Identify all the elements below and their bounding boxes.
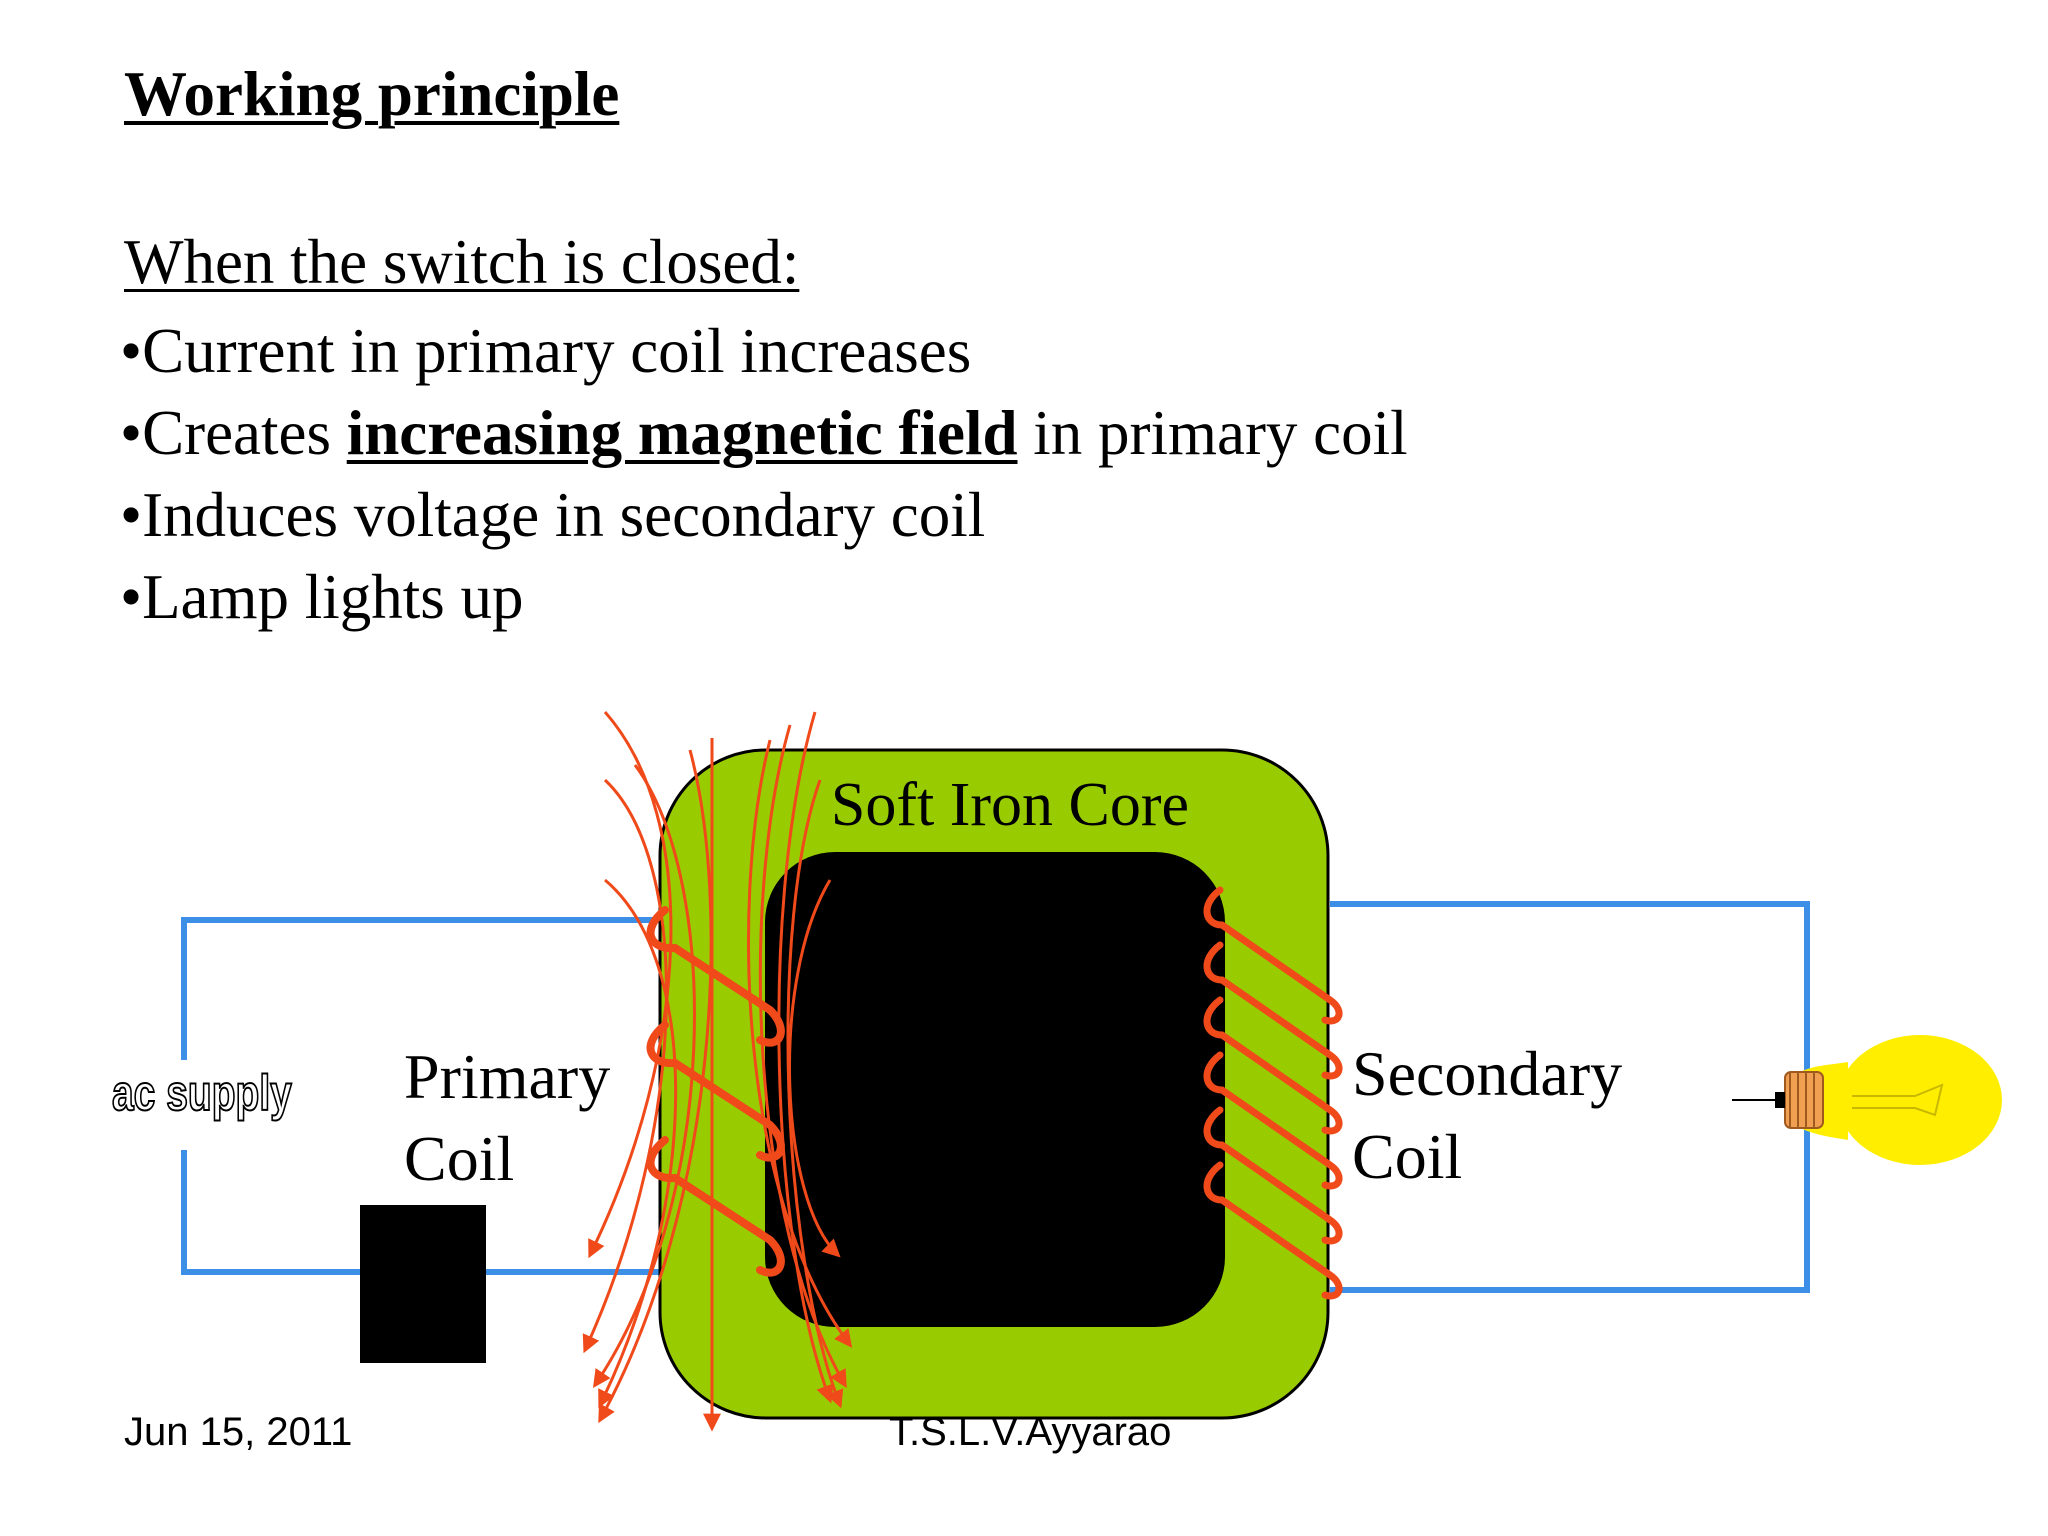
bullet-text: Induces voltage in secondary coil xyxy=(142,480,986,550)
bullet-marker: • xyxy=(120,398,143,468)
bullet-item: •Current in primary coil increases xyxy=(120,310,1408,392)
bullet-text: Lamp lights up xyxy=(142,562,524,632)
bullet-marker: • xyxy=(120,316,143,386)
ac-supply-label: ac supply xyxy=(112,1064,292,1121)
lamp-icon xyxy=(1732,1035,2002,1165)
magnetic-field-lines xyxy=(582,711,853,1432)
intro-text: When the switch is closed: xyxy=(124,227,800,297)
bullet-text-strong: increasing magnetic field xyxy=(346,398,1018,468)
core-label: Soft Iron Core xyxy=(831,771,1189,839)
secondary-coil-label-line2: Coil xyxy=(1352,1121,1462,1192)
bullet-marker: • xyxy=(120,562,143,632)
bullet-text: Current in primary coil increases xyxy=(142,316,972,386)
switch-block xyxy=(360,1205,486,1363)
bullet-item: •Creates increasing magnetic field in pr… xyxy=(120,392,1408,474)
core-window xyxy=(765,852,1225,1327)
primary-coil-label-line1: Primary xyxy=(404,1041,610,1112)
primary-circuit-wires xyxy=(181,917,690,1275)
secondary-coil xyxy=(1203,886,1343,1300)
bullet-item: •Induces voltage in secondary coil xyxy=(120,474,1408,556)
bullet-list: •Current in primary coil increases •Crea… xyxy=(120,310,1408,638)
bullet-text-post: in primary coil xyxy=(1017,398,1408,468)
footer-author: T.S.L.V.Ayyarao xyxy=(889,1410,1172,1454)
slide-title: Working principle xyxy=(124,59,620,129)
bullet-item: •Lamp lights up xyxy=(120,556,1408,638)
secondary-coil-label-line1: Secondary xyxy=(1352,1038,1622,1109)
primary-coil xyxy=(646,906,785,1277)
bullet-text-pre: Creates xyxy=(142,398,347,468)
footer-date: Jun 15, 2011 xyxy=(124,1410,353,1454)
bullet-marker: • xyxy=(120,480,143,550)
primary-coil-label-line2: Coil xyxy=(404,1123,514,1194)
